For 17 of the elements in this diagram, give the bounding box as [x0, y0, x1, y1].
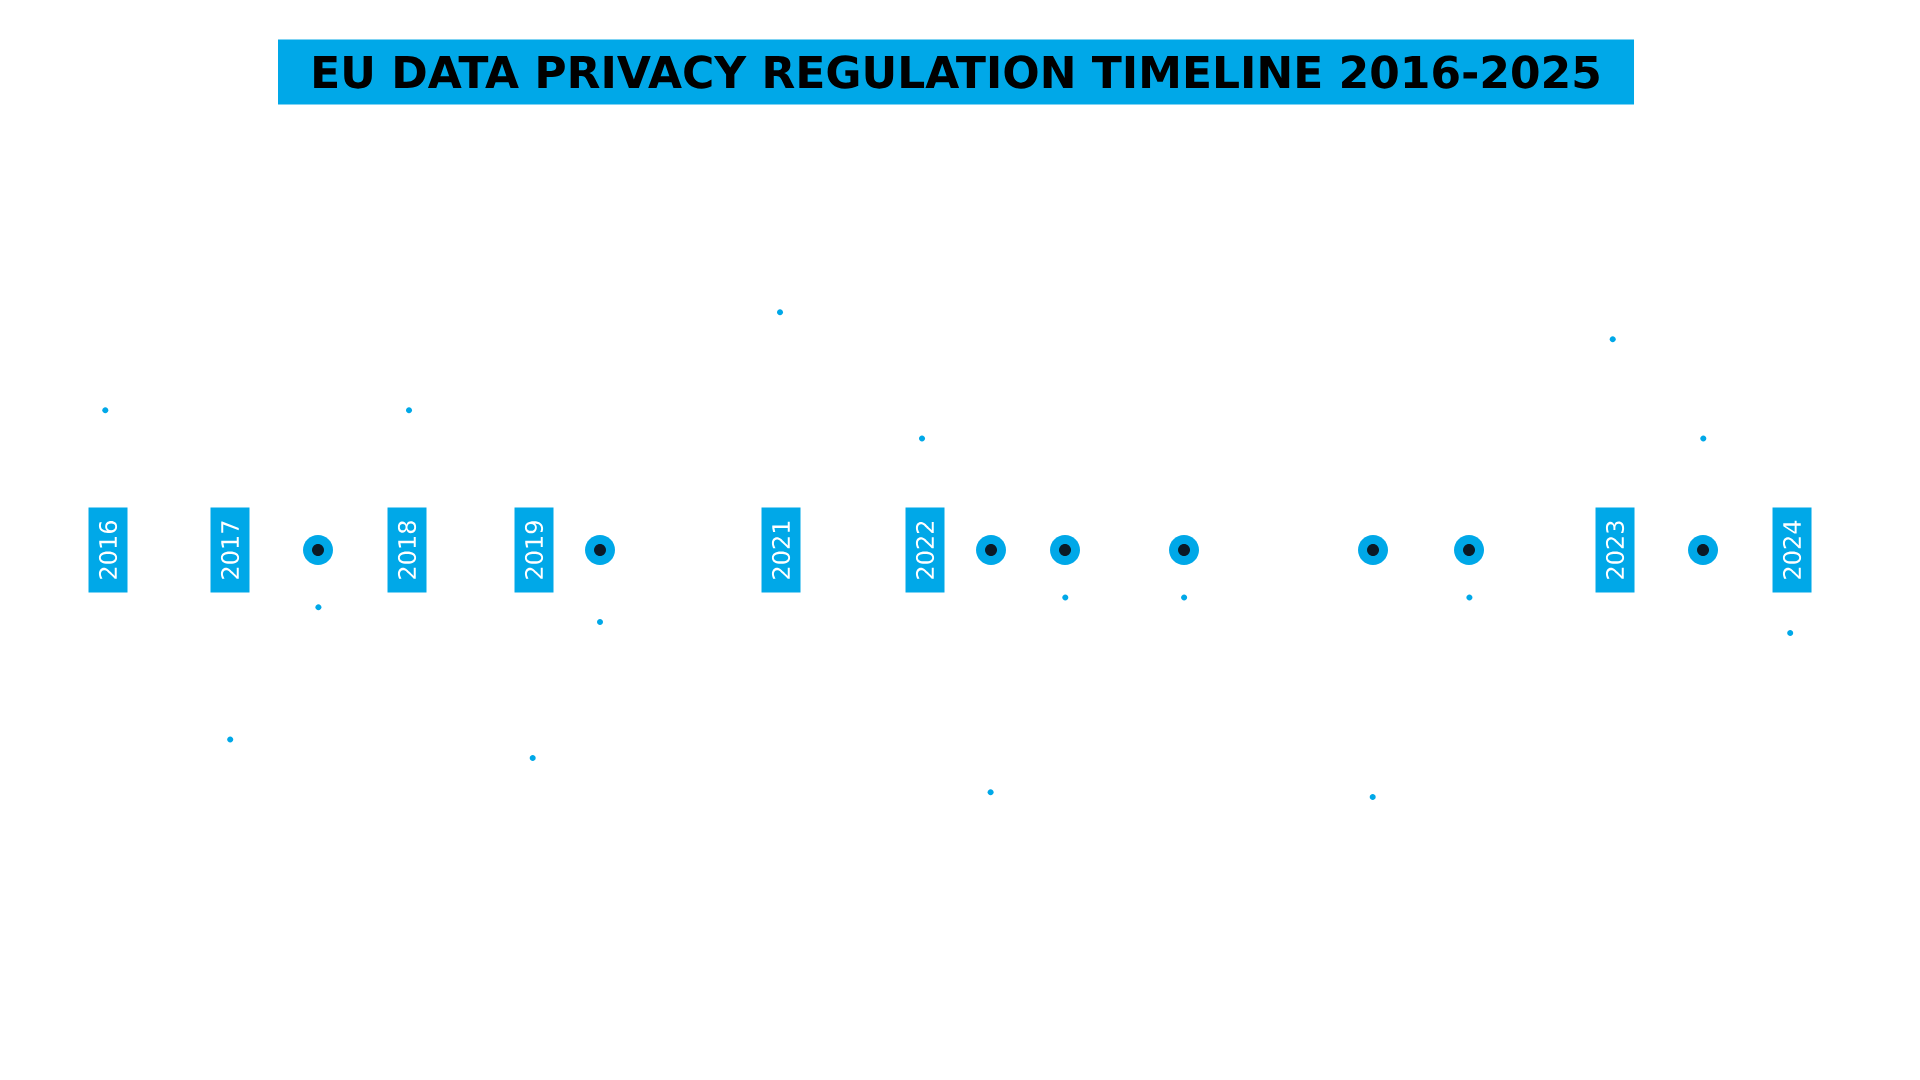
year-box: 2017 — [210, 507, 250, 593]
year-box: 2022 — [905, 507, 945, 593]
event-dot — [1050, 535, 1080, 565]
year-box: 2016 — [88, 507, 128, 593]
event-dot — [976, 535, 1006, 565]
event-dot — [1454, 535, 1484, 565]
event-dot — [585, 535, 615, 565]
year-box: 2021 — [761, 507, 801, 593]
year-box: 2018 — [387, 507, 427, 593]
title-banner: EU DATA PRIVACY REGULATION TIMELINE 2016-2025 — [278, 39, 1634, 105]
year-box: 2024 — [1772, 507, 1812, 593]
event-dot — [1688, 535, 1718, 565]
event-dot — [1169, 535, 1199, 565]
event-dot — [303, 535, 333, 565]
event-dot — [1358, 535, 1388, 565]
year-box: 2023 — [1595, 507, 1635, 593]
year-box: 2019 — [514, 507, 554, 593]
